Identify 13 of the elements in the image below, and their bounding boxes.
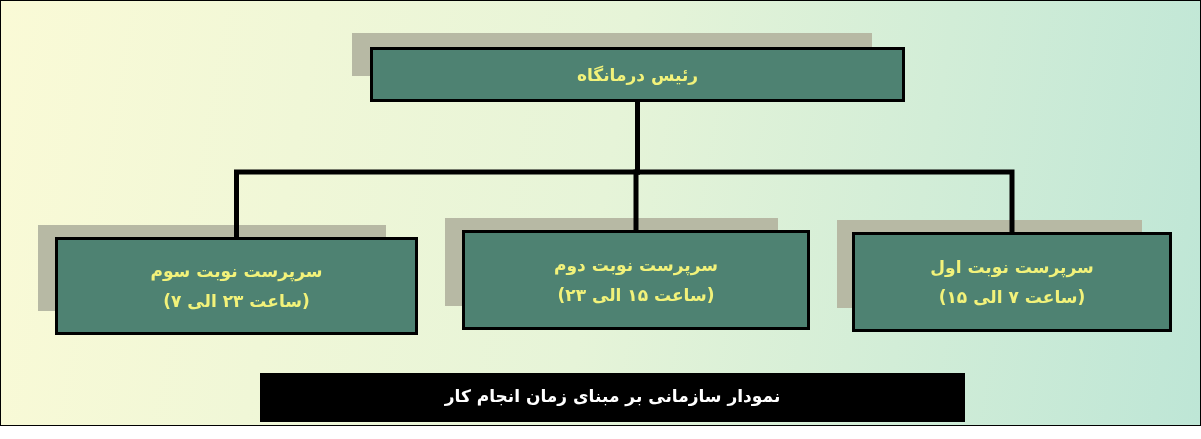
- box-text: سرپرست نوبت دوم: [554, 255, 718, 275]
- box-text: (ساعت ۷ الی ۱۵): [938, 287, 1086, 307]
- box-text: (ساعت ۱۵ الی ۲۳): [557, 285, 715, 305]
- box-text: سرپرست نوبت سوم: [150, 261, 323, 281]
- caption: نمودار سازمانی بر مبنای زمان انجام کار: [443, 386, 782, 406]
- connector-line: [234, 102, 640, 237]
- role-box: [462, 230, 810, 330]
- role-box: [852, 232, 1172, 332]
- box-text: رئیس درمانگاه: [576, 64, 699, 85]
- box-text: سرپرست نوبت اول: [930, 257, 1094, 277]
- box-text: (ساعت ۲۳ الی ۷): [163, 291, 310, 311]
- role-box: [55, 237, 418, 335]
- role-box: [370, 47, 905, 102]
